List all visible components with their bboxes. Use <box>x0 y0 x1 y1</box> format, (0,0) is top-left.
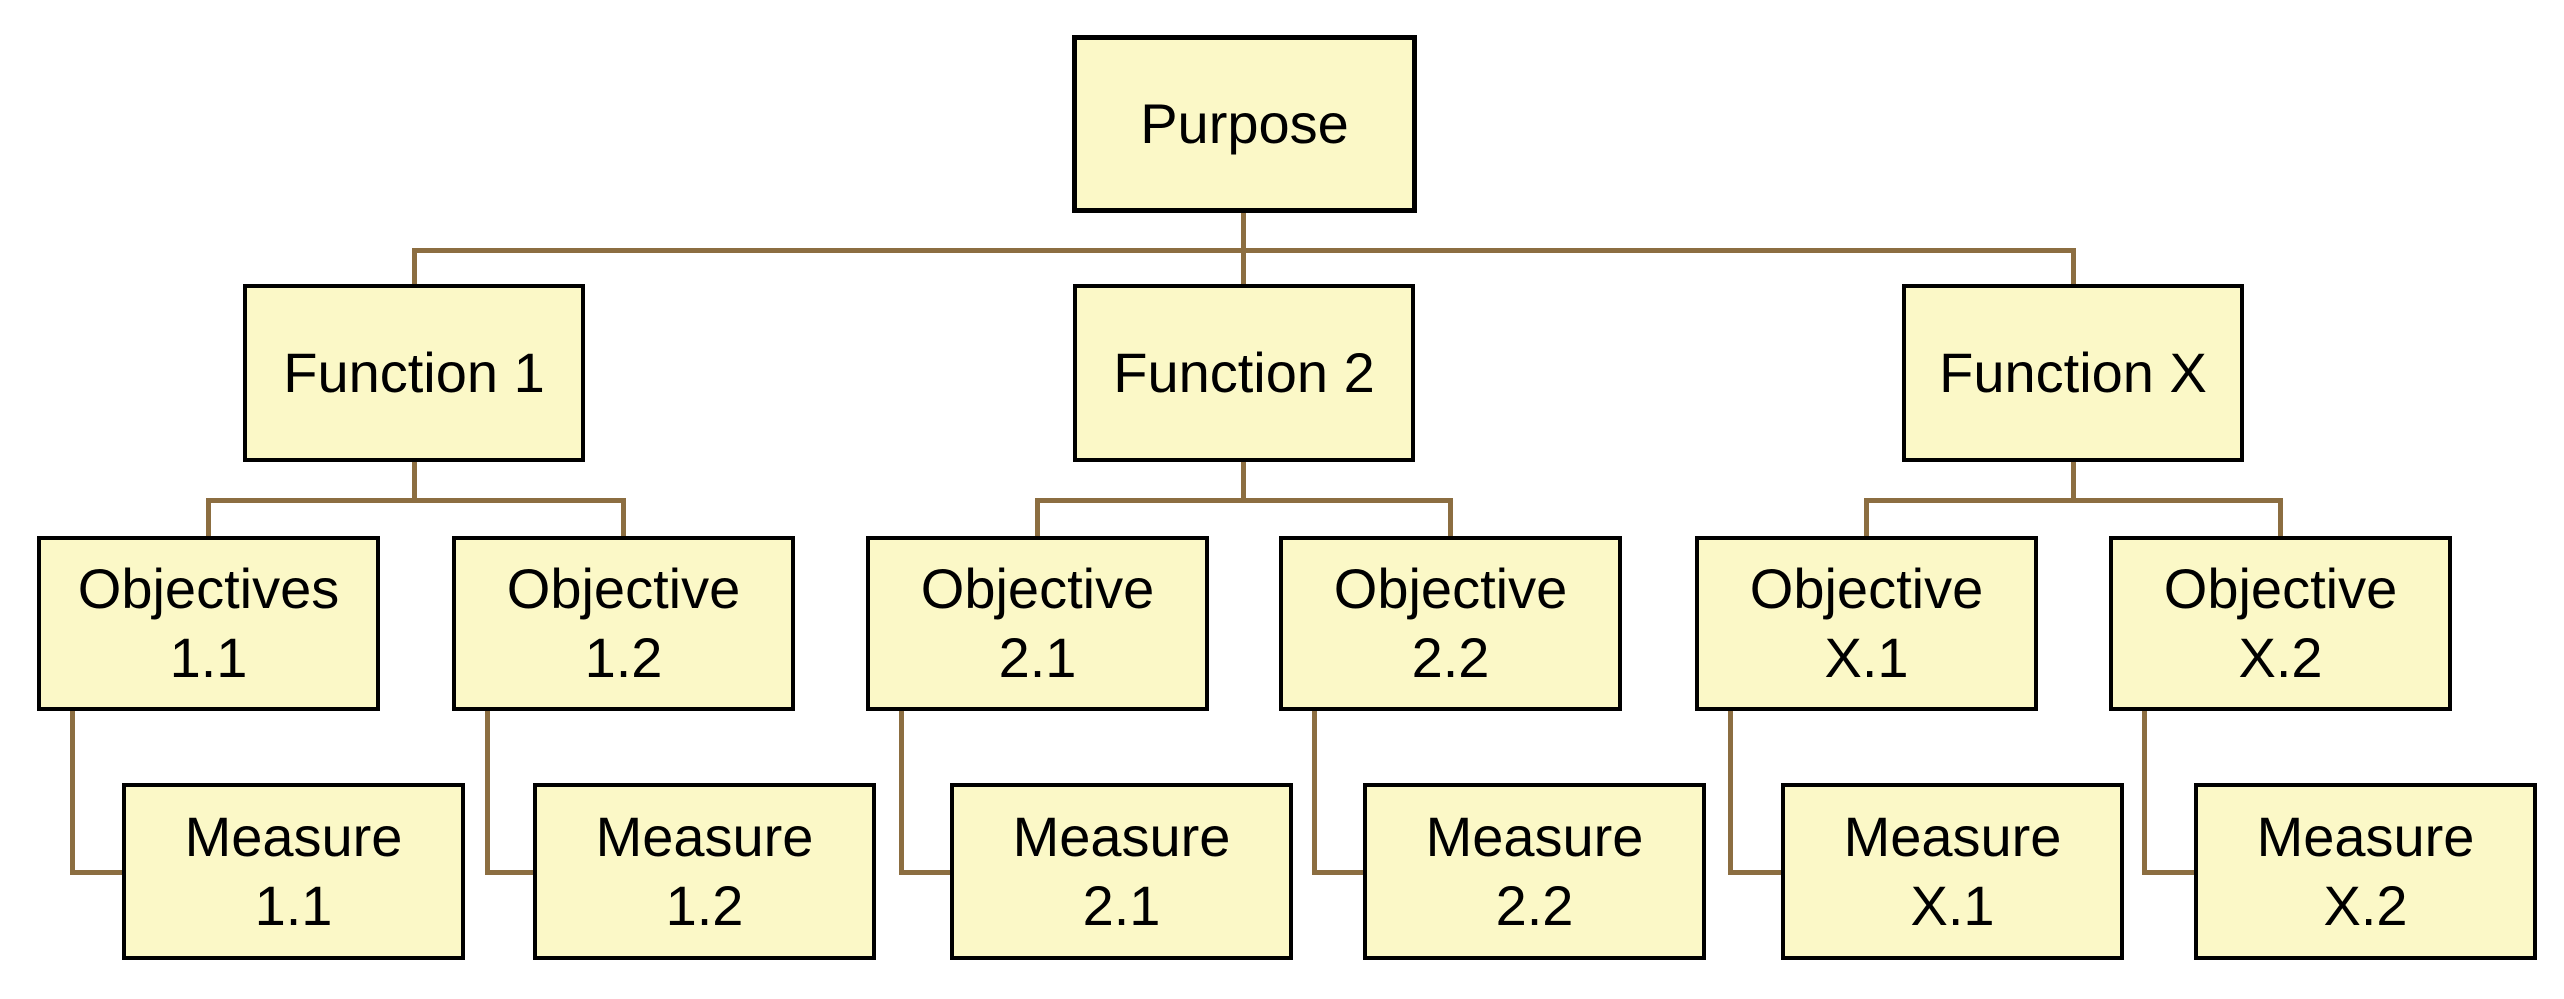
connector-measure12-elbow-h <box>485 870 535 875</box>
node-objective-x-1-line1: Objective <box>1749 557 1984 621</box>
node-objective-x-2-line2: X.2 <box>2238 625 2323 689</box>
connector-function1-rail <box>206 498 626 503</box>
node-objective-2-2-line1: Objective <box>1333 557 1568 621</box>
node-objective-1-1-line2: 1.1 <box>169 625 248 689</box>
node-objective-1-2-line2: 1.2 <box>584 625 663 689</box>
node-measure-1-1-line1: Measure <box>184 805 403 869</box>
connector-objective22-drop <box>1448 498 1453 536</box>
connector-objective21-drop <box>1035 498 1040 536</box>
node-objective-x-2: Objective X.2 <box>2109 536 2452 711</box>
connector-function1-drop <box>412 248 417 284</box>
node-measure-2-1: Measure 2.1 <box>950 783 1293 960</box>
node-measure-1-2: Measure 1.2 <box>533 783 876 960</box>
node-measure-2-2-line1: Measure <box>1425 805 1644 869</box>
node-measure-1-1: Measure 1.1 <box>122 783 465 960</box>
node-function-1: Function 1 <box>243 284 585 462</box>
node-measure-1-1-line2: 1.1 <box>254 873 333 937</box>
node-measure-2-2: Measure 2.2 <box>1363 783 1706 960</box>
node-measure-x-1-line2: X.1 <box>1910 873 1995 937</box>
node-objective-x-1-line2: X.1 <box>1824 625 1909 689</box>
node-objective-1-1-line1: Objectives <box>77 557 340 621</box>
connector-measurex2-elbow-v <box>2142 711 2147 875</box>
node-objective-2-1: Objective 2.1 <box>866 536 1209 711</box>
node-function-1-label: Function 1 <box>283 340 545 404</box>
connector-measure12-elbow-v <box>485 711 490 875</box>
connector-objective12-drop <box>621 498 626 536</box>
node-objective-x-2-line1: Objective <box>2163 557 2398 621</box>
connector-objectivex1-drop <box>1864 498 1869 536</box>
node-objective-2-1-line2: 2.1 <box>998 625 1077 689</box>
node-objective-2-2-line2: 2.2 <box>1411 625 1490 689</box>
connector-functionx-rail <box>1864 498 2283 503</box>
node-measure-x-2: Measure X.2 <box>2194 783 2537 960</box>
node-measure-x-2-line1: Measure <box>2256 805 2475 869</box>
connector-measurex1-elbow-v <box>1728 711 1733 875</box>
connector-function2-drop <box>1241 248 1246 284</box>
node-objective-x-1: Objective X.1 <box>1695 536 2038 711</box>
node-measure-2-1-line2: 2.1 <box>1082 873 1161 937</box>
node-measure-x-1-line1: Measure <box>1843 805 2062 869</box>
connector-objectivex2-drop <box>2278 498 2283 536</box>
node-objective-2-2: Objective 2.2 <box>1279 536 1622 711</box>
connector-measure11-elbow-v <box>70 711 75 875</box>
connector-measure21-elbow-v <box>899 711 904 875</box>
connector-measure11-elbow-h <box>70 870 124 875</box>
node-measure-2-2-line2: 2.2 <box>1495 873 1574 937</box>
connector-function2-stem <box>1241 462 1246 503</box>
node-measure-1-2-line2: 1.2 <box>665 873 744 937</box>
connector-measure22-elbow-h <box>1312 870 1365 875</box>
connector-function1-stem <box>412 462 417 503</box>
node-measure-x-2-line2: X.2 <box>2323 873 2408 937</box>
connector-objective11-drop <box>206 498 211 536</box>
node-function-2: Function 2 <box>1073 284 1415 462</box>
node-function-2-label: Function 2 <box>1113 340 1375 404</box>
node-measure-2-1-line1: Measure <box>1012 805 1231 869</box>
connector-measure22-elbow-v <box>1312 711 1317 875</box>
node-function-x-label: Function X <box>1939 340 2207 404</box>
connector-purpose-drop <box>1241 213 1246 253</box>
connector-functionx-drop <box>2071 248 2076 284</box>
node-objective-1-1: Objectives 1.1 <box>37 536 380 711</box>
node-objective-1-2: Objective 1.2 <box>452 536 795 711</box>
node-purpose-label: Purpose <box>1140 91 1349 155</box>
node-measure-1-2-line1: Measure <box>595 805 814 869</box>
node-objective-1-2-line1: Objective <box>506 557 741 621</box>
node-function-x: Function X <box>1902 284 2244 462</box>
node-measure-x-1: Measure X.1 <box>1781 783 2124 960</box>
node-purpose: Purpose <box>1072 35 1417 213</box>
connector-function2-rail <box>1035 498 1453 503</box>
connector-functionx-stem <box>2071 462 2076 503</box>
connector-measure21-elbow-h <box>899 870 952 875</box>
connector-measurex2-elbow-h <box>2142 870 2196 875</box>
node-objective-2-1-line1: Objective <box>920 557 1155 621</box>
connector-measurex1-elbow-h <box>1728 870 1783 875</box>
